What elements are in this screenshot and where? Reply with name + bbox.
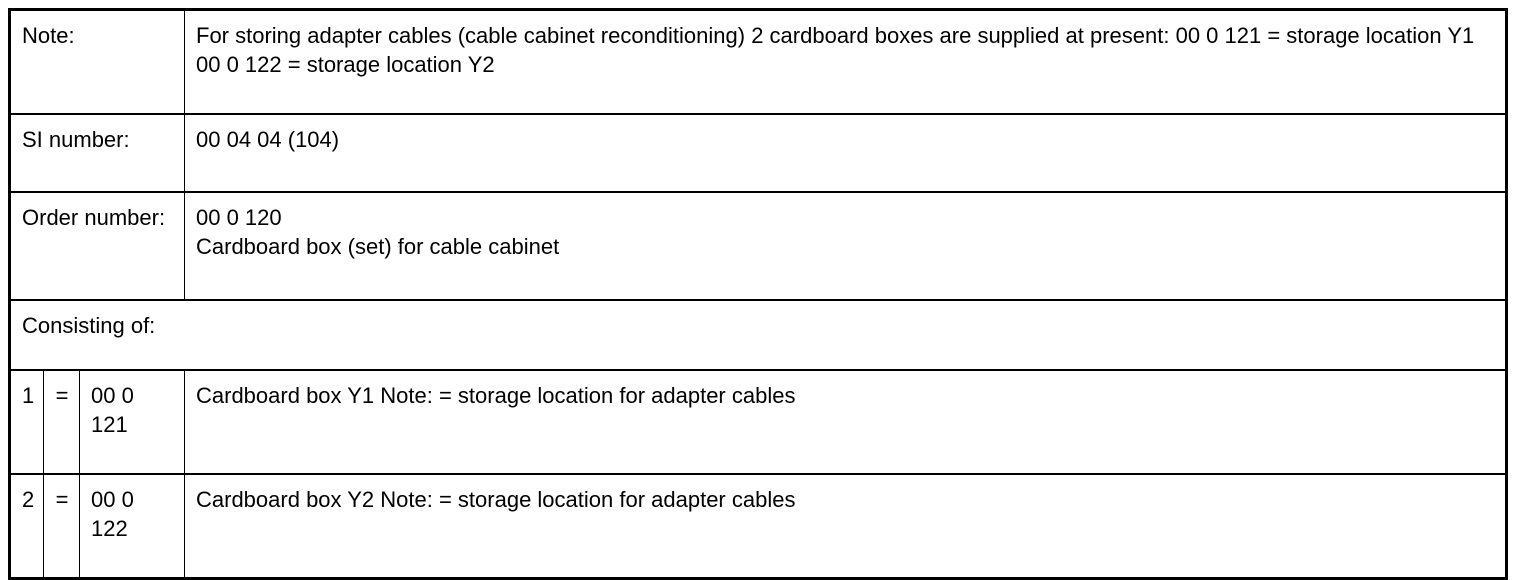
si-number-label-cell: SI number:: [9, 113, 185, 193]
item-equals-sign: =: [55, 487, 69, 512]
item-description-cell: Cardboard box Y2 Note: = storage locatio…: [184, 473, 1507, 580]
table-row-si-number: SI number: 00 04 04 (104): [9, 113, 1507, 193]
order-number-value-line2: Cardboard box (set) for cable cabinet: [196, 234, 560, 259]
item-index: 2: [22, 487, 35, 512]
order-number-value-cell: 00 0 120 Cardboard box (set) for cable c…: [184, 191, 1507, 301]
item-equals-cell: =: [43, 369, 80, 475]
note-value: For storing adapter cables (cable cabine…: [196, 23, 1475, 77]
item-order-number: 00 0 121: [91, 383, 134, 437]
note-value-cell: For storing adapter cables (cable cabine…: [184, 9, 1507, 115]
item-index: 1: [22, 383, 35, 408]
item-description: Cardboard box Y1 Note: = storage locatio…: [196, 383, 796, 408]
table-row-order-number: Order number: 00 0 120 Cardboard box (se…: [9, 191, 1507, 301]
consisting-of-cell: Consisting of:: [9, 299, 1507, 371]
note-label-cell: Note:: [9, 9, 185, 115]
order-number-label: Order number:: [22, 205, 166, 230]
specification-table: Note: For storing adapter cables (cable …: [8, 8, 1508, 580]
note-label: Note:: [22, 23, 75, 48]
item-order-number-cell: 00 0 122: [79, 473, 185, 580]
table-row-item: 1 = 00 0 121 Cardboard box Y1 Note: = st…: [9, 369, 1507, 475]
order-number-label-cell: Order number:: [9, 191, 185, 301]
table-row-consisting-of: Consisting of:: [9, 299, 1507, 371]
si-number-value-cell: 00 04 04 (104): [184, 113, 1507, 193]
item-index-cell: 2: [9, 473, 44, 580]
order-number-value-line1: 00 0 120: [196, 205, 282, 230]
consisting-of-label: Consisting of:: [22, 313, 156, 338]
item-order-number-cell: 00 0 121: [79, 369, 185, 475]
item-order-number: 00 0 122: [91, 487, 134, 541]
si-number-label: SI number:: [22, 127, 130, 152]
si-number-value: 00 04 04 (104): [196, 127, 340, 152]
table-row-item: 2 = 00 0 122 Cardboard box Y2 Note: = st…: [9, 473, 1507, 580]
item-equals-cell: =: [43, 473, 80, 580]
document-sheet: Note: For storing adapter cables (cable …: [8, 8, 1508, 580]
item-index-cell: 1: [9, 369, 44, 475]
item-description: Cardboard box Y2 Note: = storage locatio…: [196, 487, 796, 512]
item-equals-sign: =: [55, 383, 69, 408]
item-description-cell: Cardboard box Y1 Note: = storage locatio…: [184, 369, 1507, 475]
table-row-note: Note: For storing adapter cables (cable …: [9, 9, 1507, 115]
